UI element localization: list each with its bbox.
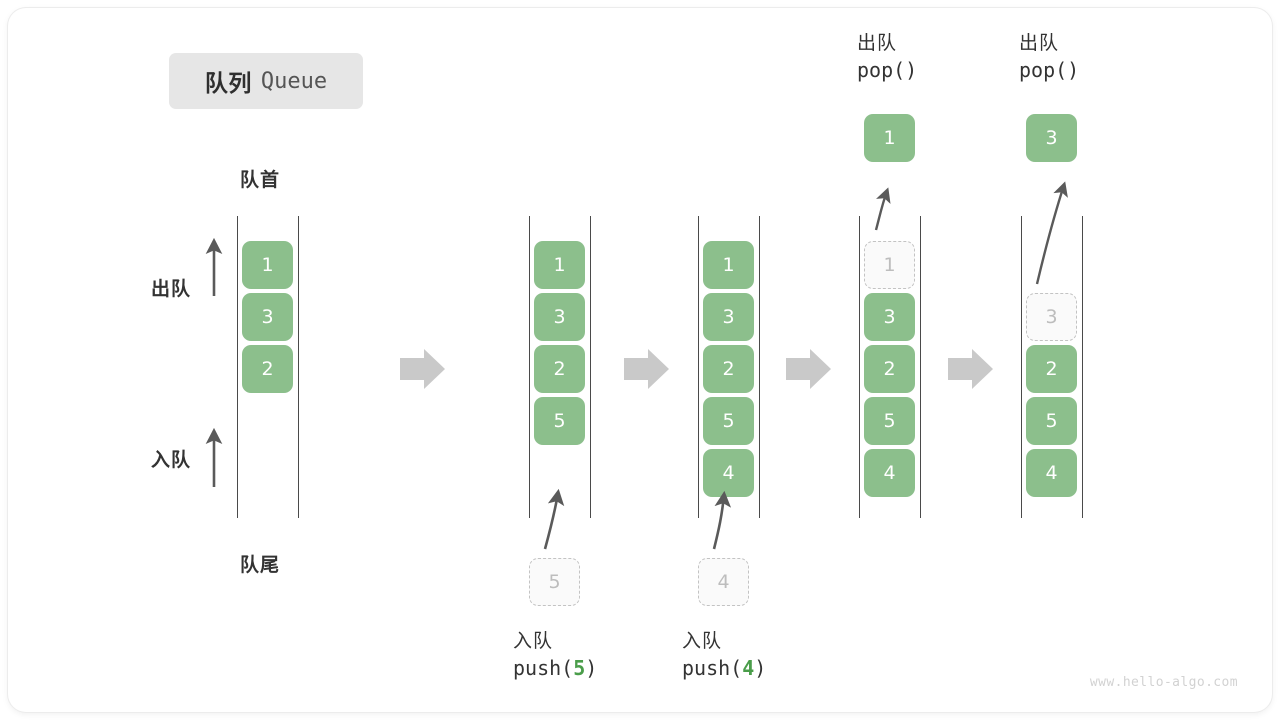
push-4-caption-cn: 入队 <box>682 630 723 652</box>
queue-rail-left <box>1021 216 1022 518</box>
queue-rail-right <box>759 216 760 518</box>
dequeue-direction-label: 出队 <box>151 278 192 300</box>
push-4-caption: 入队 push(4) <box>682 629 766 682</box>
queue-cell: 5 <box>864 397 915 445</box>
queue-cell: 2 <box>242 345 293 393</box>
watermark: www.hello-algo.com <box>1089 675 1238 690</box>
queue-cell: 1 <box>703 241 754 289</box>
queue-cell: 3 <box>242 293 293 341</box>
pop-3-caption-cn: 出队 <box>1019 32 1060 54</box>
queue-column-after-pop-3: 3 2 5 4 <box>1021 216 1083 518</box>
step-arrow-3 <box>786 349 831 389</box>
queue-cell: 5 <box>703 397 754 445</box>
queue-rail-right <box>920 216 921 518</box>
queue-rail-right <box>298 216 299 518</box>
title-en: Queue <box>260 68 328 94</box>
pop-3-caption-code: pop() <box>1019 57 1080 82</box>
enqueue-direction-label: 入队 <box>151 449 192 471</box>
queue-cell: 4 <box>864 449 915 497</box>
queue-column-initial: 1 3 2 <box>237 216 299 518</box>
diagram-canvas: 队列 Queue 队首 队尾 出队 入队 1 3 2 1 3 2 5 5 入队 … <box>8 8 1272 712</box>
queue-cell: 3 <box>534 293 585 341</box>
pop-1-caption-code: pop() <box>857 57 918 82</box>
queue-cell: 3 <box>703 293 754 341</box>
pop-result-box-1: 1 <box>864 114 915 162</box>
push-5-caption: 入队 push(5) <box>513 629 597 682</box>
pop-1-caption-cn: 出队 <box>857 32 898 54</box>
queue-cell: 5 <box>534 397 585 445</box>
title-badge: 队列 Queue <box>169 53 363 109</box>
push-5-caption-code: push(5) <box>513 655 598 680</box>
step-arrow-1 <box>400 349 445 389</box>
queue-cell: 1 <box>534 241 585 289</box>
queue-rail-left <box>859 216 860 518</box>
queue-rail-right <box>590 216 591 518</box>
push-5-caption-cn: 入队 <box>513 630 554 652</box>
push-4-caption-code: push(4) <box>682 655 767 680</box>
queue-cell: 2 <box>864 345 915 393</box>
queue-cell: 2 <box>1026 345 1077 393</box>
push-ghost-box-4: 4 <box>698 558 749 606</box>
queue-rail-left <box>237 216 238 518</box>
pop-result-box-3: 3 <box>1026 114 1077 162</box>
queue-rail-left <box>529 216 530 518</box>
queue-cell: 2 <box>534 345 585 393</box>
queue-cell-popped: 3 <box>1026 293 1077 341</box>
queue-cell: 4 <box>703 449 754 497</box>
pop-1-caption: 出队 pop() <box>857 31 917 84</box>
queue-column-after-pop-1: 1 3 2 5 4 <box>859 216 921 518</box>
queue-cell: 1 <box>242 241 293 289</box>
queue-column-after-push-5: 1 3 2 5 <box>529 216 591 518</box>
queue-rail-right <box>1082 216 1083 518</box>
step-arrow-4 <box>948 349 993 389</box>
queue-column-after-push-4: 1 3 2 5 4 <box>698 216 760 518</box>
queue-front-label: 队首 <box>240 169 281 191</box>
queue-cell: 5 <box>1026 397 1077 445</box>
queue-rail-left <box>698 216 699 518</box>
queue-cell-popped: 1 <box>864 241 915 289</box>
pop-3-caption: 出队 pop() <box>1019 31 1079 84</box>
queue-cell: 2 <box>703 345 754 393</box>
queue-cell: 3 <box>864 293 915 341</box>
title-cn: 队列 <box>204 71 252 97</box>
queue-cell: 4 <box>1026 449 1077 497</box>
push-ghost-box-5: 5 <box>529 558 580 606</box>
queue-rear-label: 队尾 <box>240 554 281 576</box>
step-arrow-2 <box>624 349 669 389</box>
